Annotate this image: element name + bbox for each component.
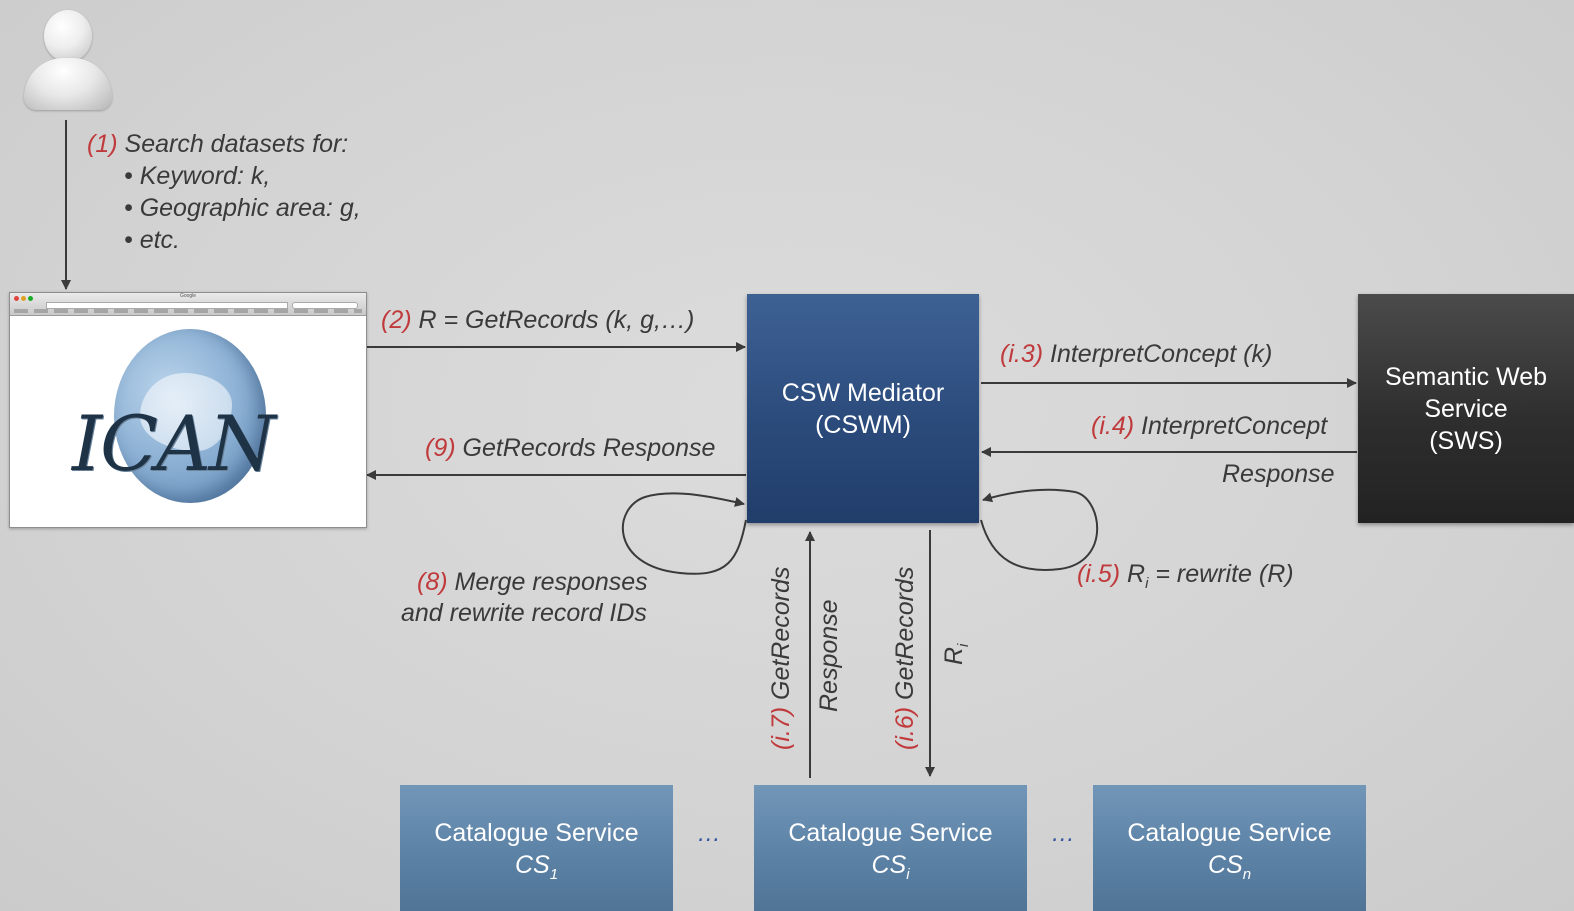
- step-i4-label: (i.4) InterpretConcept: [1091, 412, 1327, 441]
- step-i6-r: R: [940, 646, 968, 665]
- step-8-text: Merge responses: [454, 568, 648, 596]
- step-2-number: (2): [381, 306, 412, 334]
- mediator-abbrev: (CSWM): [815, 410, 911, 439]
- catalogue-service-1[interactable]: Catalogue Service CS1: [400, 785, 673, 911]
- step-1-label: (1) Search datasets for:: [87, 130, 348, 159]
- catalogue-service-symbol: CS1: [514, 851, 559, 883]
- step-1-text: Search datasets for:: [124, 130, 349, 158]
- step-1-item-keyword: • Keyword: k,: [124, 162, 271, 190]
- close-dot-icon: [14, 296, 19, 301]
- step-i5-label: (i.5) Ri = rewrite (R): [1077, 560, 1294, 592]
- step-i3-text: InterpretConcept (k): [1050, 340, 1273, 368]
- browser-toolbar: Google: [10, 293, 366, 316]
- ican-browser-window[interactable]: Google ICAN: [9, 292, 367, 528]
- csw-mediator-box[interactable]: CSW Mediator (CSWM): [747, 294, 979, 523]
- step-i4-text-line2: Response: [1222, 460, 1335, 488]
- step-i6-label: (i.6) GetRecords: [891, 567, 920, 750]
- step-2-text: R = GetRecords (k, g,…): [418, 306, 695, 334]
- step-i5-text: = rewrite (R): [1148, 560, 1294, 588]
- step-i7-number: (i.7): [767, 706, 795, 750]
- browser-bookmarks-bar: [14, 309, 362, 313]
- loop-rewrite-query: [980, 488, 1099, 571]
- catalogue-service-i[interactable]: Catalogue Service CSi: [754, 785, 1027, 911]
- sws-line-3: (SWS): [1429, 426, 1503, 455]
- step-i3-number: (i.3): [1000, 340, 1044, 368]
- step-9-text: GetRecords Response: [462, 434, 716, 462]
- step-i4-number: (i.4): [1091, 412, 1135, 440]
- step-2-label: (2) R = GetRecords (k, g,…): [381, 306, 694, 335]
- step-i5-subscript: i: [1145, 575, 1149, 592]
- step-i5-r: R: [1127, 560, 1146, 588]
- maximize-dot-icon: [28, 296, 33, 301]
- step-1-item-etc: • etc.: [124, 226, 180, 254]
- catalogue-service-symbol: CSn: [1207, 851, 1252, 883]
- user-avatar-icon: [22, 8, 114, 112]
- step-i6-ri: Ri: [940, 644, 972, 665]
- catalogue-service-label: Catalogue Service: [434, 819, 639, 847]
- step-i4-text: InterpretConcept: [1141, 412, 1328, 440]
- step-i7-text: GetRecords: [767, 566, 795, 700]
- ican-logo: ICAN: [72, 399, 276, 488]
- step-i6-subscript: i: [955, 643, 972, 647]
- sws-line-2: Service: [1424, 394, 1508, 423]
- step-i7-text-line2: Response: [815, 599, 843, 712]
- browser-url-bar[interactable]: [46, 302, 288, 309]
- mediator-title: CSW Mediator: [781, 378, 945, 407]
- loop-merge-responses: [622, 492, 747, 575]
- step-1-item-geo: • Geographic area: g,: [124, 194, 361, 222]
- browser-search-box[interactable]: [292, 302, 358, 309]
- step-8-text-line2: and rewrite record IDs: [401, 599, 647, 627]
- catalogue-service-symbol: CSi: [871, 851, 910, 883]
- ellipsis-right: …: [1051, 820, 1075, 847]
- catalogue-service-n[interactable]: Catalogue Service CSn: [1093, 785, 1366, 911]
- catalogue-service-label: Catalogue Service: [788, 819, 993, 847]
- step-8-number: (8): [417, 568, 448, 596]
- step-i3-label: (i.3) InterpretConcept (k): [1000, 340, 1272, 369]
- sws-line-1: Semantic Web: [1384, 362, 1548, 391]
- semantic-web-service-box[interactable]: Semantic Web Service (SWS): [1358, 294, 1574, 523]
- globe-land: [140, 373, 232, 451]
- step-i7-label: (i.7) GetRecords: [767, 567, 796, 750]
- step-i6-number: (i.6): [891, 706, 919, 750]
- globe-icon: [114, 329, 266, 503]
- minimize-dot-icon: [21, 296, 26, 301]
- step-1-number: (1): [87, 130, 118, 158]
- browser-tab-title: Google: [179, 293, 197, 299]
- avatar-head: [44, 10, 92, 62]
- ellipsis-left: …: [697, 820, 721, 847]
- catalogue-service-label: Catalogue Service: [1127, 819, 1332, 847]
- step-9-label: (9) GetRecords Response: [425, 434, 715, 463]
- avatar-body: [24, 58, 112, 110]
- step-9-number: (9): [425, 434, 456, 462]
- step-i5-number: (i.5): [1077, 560, 1121, 588]
- step-i6-text: GetRecords: [891, 566, 919, 700]
- step-8-label: (8) Merge responses: [417, 568, 648, 597]
